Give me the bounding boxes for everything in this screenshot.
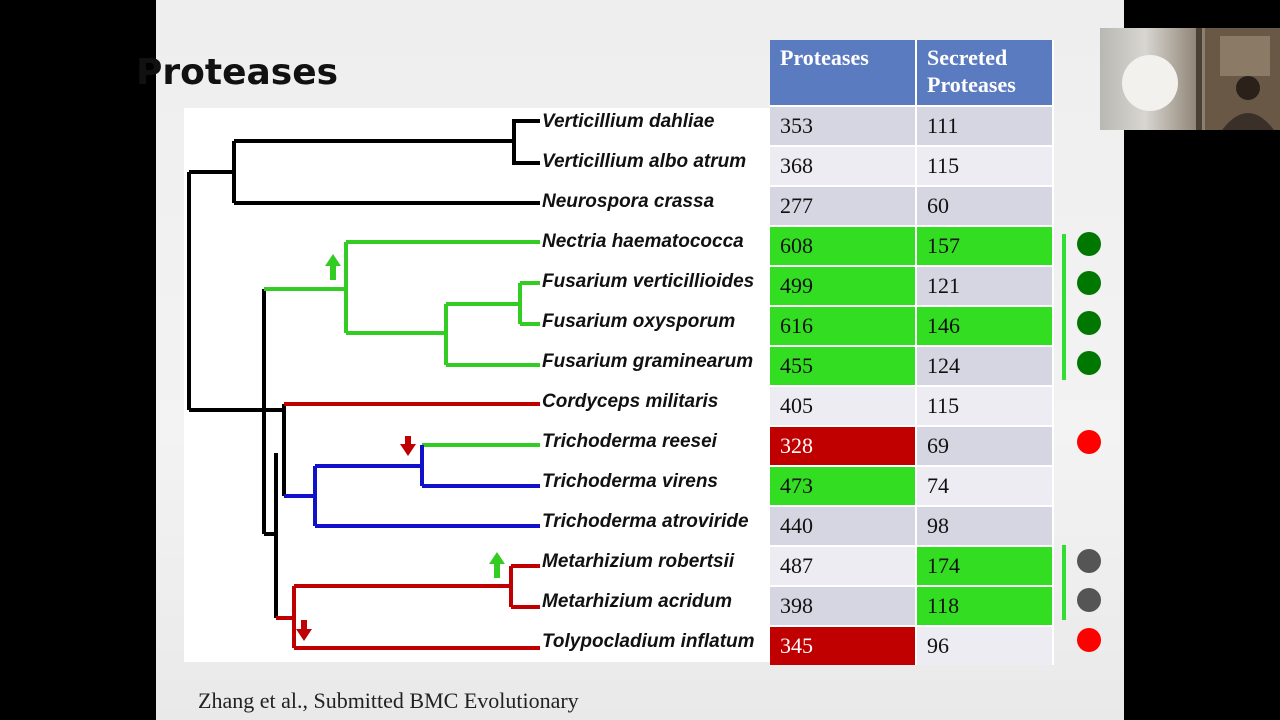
header-proteases: Proteases (770, 40, 917, 105)
secreted-proteases-count: 111 (917, 107, 1054, 145)
status-marker-icon (1077, 628, 1101, 652)
proteases-count: 345 (770, 627, 917, 665)
down-arrow-icon (400, 436, 416, 456)
status-marker-icon (1077, 588, 1101, 612)
species-label: Metarhizium acridum (542, 590, 732, 614)
secreted-proteases-count: 74 (917, 467, 1054, 505)
secreted-proteases-count: 124 (917, 347, 1054, 385)
citation-text: Zhang et al., Submitted BMC Evolutionary (198, 688, 579, 714)
proteases-count: 353 (770, 107, 917, 145)
species-label: Nectria haematococca (542, 230, 744, 254)
species-label: Verticillium albo atrum (542, 150, 746, 174)
status-marker-icon (1077, 430, 1101, 454)
status-marker-icon (1077, 351, 1101, 375)
proteases-count: 473 (770, 467, 917, 505)
secreted-proteases-count: 115 (917, 147, 1054, 185)
proteases-count: 405 (770, 387, 917, 425)
species-label: Neurospora crassa (542, 190, 714, 214)
header-secreted-proteases: Secreted Proteases (917, 40, 1054, 105)
secreted-proteases-count: 60 (917, 187, 1054, 225)
species-label: Metarhizium robertsii (542, 550, 734, 574)
secreted-proteases-count: 96 (917, 627, 1054, 665)
proteases-count: 368 (770, 147, 917, 185)
webcam-feed (1100, 28, 1280, 130)
proteases-count: 440 (770, 507, 917, 545)
secreted-proteases-count: 121 (917, 267, 1054, 305)
secreted-proteases-count: 98 (917, 507, 1054, 545)
proteases-count: 328 (770, 427, 917, 465)
secreted-proteases-count: 146 (917, 307, 1054, 345)
proteases-count: 499 (770, 267, 917, 305)
up-arrow-icon (325, 254, 347, 280)
proteases-count: 608 (770, 227, 917, 265)
proteases-count: 277 (770, 187, 917, 225)
proteases-count: 487 (770, 547, 917, 585)
group-bracket-green (1062, 545, 1066, 620)
slide-title: Proteases (136, 52, 338, 93)
up-arrow-icon (489, 552, 505, 578)
species-label: Tolypocladium inflatum (542, 630, 755, 654)
species-label: Verticillium dahliae (542, 110, 714, 134)
proteases-count: 455 (770, 347, 917, 385)
secreted-proteases-count: 174 (917, 547, 1054, 585)
group-bracket-green (1062, 234, 1066, 380)
down-arrow-icon (296, 620, 312, 641)
species-label: Fusarium verticillioides (542, 270, 754, 294)
status-marker-icon (1077, 232, 1101, 256)
status-marker-icon (1077, 311, 1101, 335)
secreted-proteases-count: 69 (917, 427, 1054, 465)
table-header: Proteases Secreted Proteases (770, 40, 1054, 105)
species-label: Fusarium oxysporum (542, 310, 735, 334)
species-label: Cordyceps militaris (542, 390, 718, 414)
status-marker-icon (1077, 549, 1101, 573)
proteases-count: 398 (770, 587, 917, 625)
proteases-count: 616 (770, 307, 917, 345)
secreted-proteases-count: 157 (917, 227, 1054, 265)
secreted-proteases-count: 115 (917, 387, 1054, 425)
species-label: Trichoderma atroviride (542, 510, 749, 534)
species-label: Trichoderma reesei (542, 430, 717, 454)
species-label: Fusarium graminearum (542, 350, 753, 374)
secreted-proteases-count: 118 (917, 587, 1054, 625)
species-label: Trichoderma virens (542, 470, 718, 494)
presenter-video-icon (1100, 28, 1280, 130)
